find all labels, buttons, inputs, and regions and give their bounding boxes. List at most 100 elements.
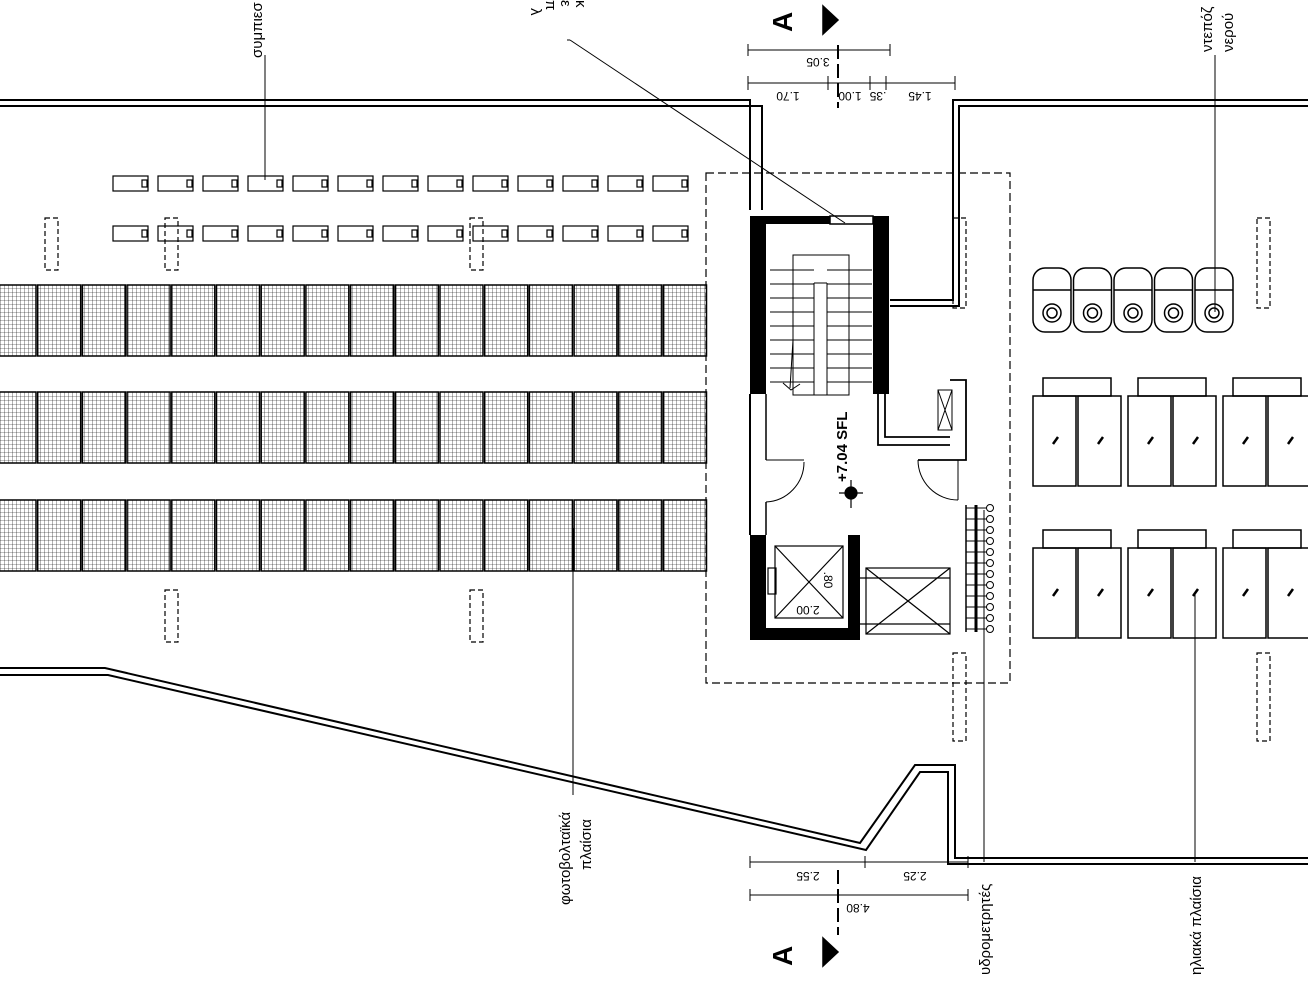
dimension-lines [747,44,969,935]
water-tank [1194,267,1234,333]
solar-heater-group [1127,377,1217,487]
water-meter [986,570,994,578]
section-marker-top: A [767,12,798,32]
solar-heater-group [1222,529,1308,639]
solar-heater-group [1032,377,1122,487]
pv-panel [573,284,618,357]
compressor-unit [247,225,284,242]
water-meter [986,614,994,622]
pv-panel [618,284,663,357]
water-tanks-label-1: ντεπόζ [1199,6,1216,52]
compressor-unit [472,225,509,242]
water-tanks [1032,267,1234,333]
pv-panel [260,499,305,572]
compressor-unit [382,225,419,242]
pv-panel [483,284,529,357]
pv-panel [81,391,127,464]
compressor-unit [652,175,689,192]
support-pads [44,217,1271,742]
pv-panel [0,284,37,357]
dim-top-a: 1.70 [776,89,800,103]
compressor-unit [562,175,599,192]
pv-panel [260,391,305,464]
compressor-unit [607,175,644,192]
pv-panel [618,391,663,464]
pv-panel [0,391,37,464]
pv-panel [215,499,261,572]
compressor-unit [112,225,149,242]
door-left [765,459,805,503]
solar-panels-label: ηλιακά πλαίσια [1188,876,1205,975]
pv-panel [36,284,82,357]
pv-panel [618,499,663,572]
pv-panel [215,391,261,464]
solar-heater-group [1222,377,1308,487]
compressor-unit [427,225,464,242]
pv-panel [528,391,574,464]
dim-bottom-a: 2.55 [796,869,820,883]
pv-panel [171,284,216,357]
pv-panel [36,391,82,464]
dim-top-b: 1.00 [838,89,862,103]
compressor-unit [337,225,374,242]
water-meter [986,548,994,556]
water-tank [1153,267,1194,333]
compressor-unit [112,175,149,192]
water-meter [986,581,994,589]
water-meter [986,504,994,512]
pv-panel [349,499,395,572]
leader-lines [264,39,1216,862]
water-meter [986,526,994,534]
pv-panel [81,284,127,357]
compressor-unit [427,175,464,192]
water-meter [986,625,994,633]
solar-heater-units [1032,377,1308,639]
compressor-unit [517,175,554,192]
dim-top-d: 1.45 [908,89,932,103]
pv-panel [215,284,261,357]
pv-panel [126,499,171,572]
drawing-text: συμπιεσ λ π ε κ ντεπόζ νερού φωτοβολταϊκ… [249,0,1237,975]
shaft-box [860,567,951,635]
water-tank [1072,267,1113,333]
water-meter [986,515,994,523]
pv-panel [483,391,529,464]
water-meter [986,537,994,545]
compressor-unit [607,225,644,242]
pv-panel [439,499,484,572]
water-meter [986,592,994,600]
pv-panel [483,499,529,572]
pv-panel [662,391,708,464]
compressor-unit [157,225,194,242]
pv-panel [394,284,440,357]
dim-elevator-d: .80 [821,572,835,589]
water-tank [1032,267,1072,333]
level-marker [839,480,863,508]
pv-panel [81,499,127,572]
water-tanks-label-2: νερού [1220,13,1237,52]
pv-panel [171,499,216,572]
water-meter [986,603,994,611]
compressor-unit [382,175,419,192]
compressor-unit [202,175,239,192]
pv-panel [573,391,618,464]
pv-panels-label-2: πλαίσια [578,819,595,870]
section-marker-bottom: A [767,946,798,966]
pv-panel [36,499,82,572]
pv-panel [171,391,216,464]
compressors-label: συμπιεσ [249,2,266,58]
pv-panel [528,284,574,357]
dim-top-total: 3.05 [806,55,830,69]
compressor-unit [517,225,554,242]
pv-panel [349,391,395,464]
dim-bottom-b: 2.25 [903,869,927,883]
pv-panel [573,499,618,572]
pv-panel-rows [0,284,708,572]
roof-outline [0,99,1308,865]
pv-panel [439,391,484,464]
ac-compressor-units [112,175,689,242]
compressor-unit [202,225,239,242]
pv-panel [126,284,171,357]
pv-panel [662,499,708,572]
